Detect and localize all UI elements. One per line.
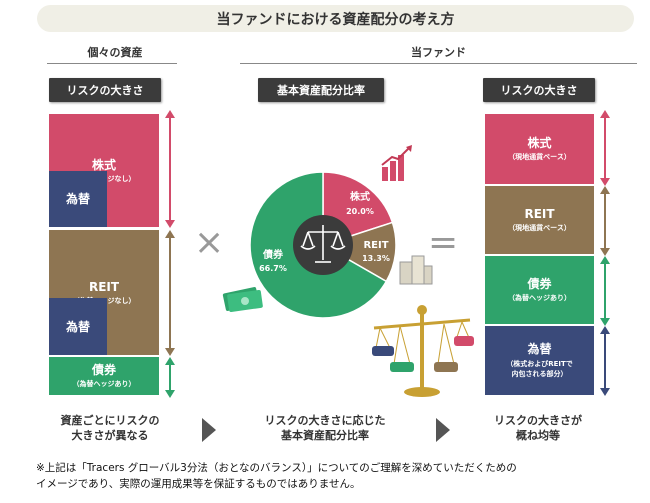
disclaimer-line-2: イメージであり、実際の運用成果等を保証するものではありません。 [36,478,361,490]
right-fx-block: 為替 （株式およびREITで 内包される部分） [485,326,594,395]
left-fx-label-2: 為替 [65,319,90,334]
right-section-heading: 当ファンド [411,46,466,59]
growth-chart-icon [381,145,412,181]
left-fx-block-2: 為替 [49,298,107,355]
caption-middle-line-2: 基本資産配分比率 [281,429,369,442]
left-fx-label-1: 為替 [65,192,90,206]
right-risk-label: リスクの大きさ [483,78,595,102]
pie-pct-stock: 20.0% [346,207,374,216]
balance-scale-illustration [372,305,474,397]
pie-slice-reit [321,221,397,283]
left-section-heading: 個々の資産 [87,46,143,59]
left-bond-label: 債券 [91,363,116,377]
right-fx-sub-2: 内包される部分） [511,370,568,378]
pie-pct-reit: 13.3% [362,254,390,263]
right-risk-arrows [600,110,610,396]
right-bond-label: 債券 [527,277,552,291]
pie-label-bond: 債券 [262,248,284,261]
times-operator: × [194,222,225,263]
flow-arrow-1 [202,418,216,442]
right-reit-label: REIT [524,207,555,221]
banknote-icon [222,287,263,312]
equals-operator: = [428,222,459,263]
caption-right: リスクの大きさが 概ね均等 [478,413,598,443]
page-title: 当ファンドにおける資産配分の考え方 [37,5,634,32]
left-risk-arrows [165,110,175,398]
disclaimer-line-1: ※上記は「Tracers グローバル3分法（おとなのバランス）」についてのご理解… [36,462,517,474]
caption-right-line-1: リスクの大きさが [494,414,582,427]
left-section-underline [47,63,177,64]
pie-pct-bond: 66.7% [259,264,287,273]
right-fx-label: 為替 [527,342,552,356]
buildings-icon [399,255,433,285]
left-fx-block-1: 為替 [49,171,107,227]
left-reit-label: REIT [88,279,120,294]
left-risk-label: リスクの大きさ [49,78,161,102]
balance-scale-icon [300,225,346,263]
right-stock-block: 株式 （現地通貨ベース） [485,114,594,184]
disclaimer-note: ※上記は「Tracers グローバル3分法（おとなのバランス）」についてのご理解… [36,460,646,492]
right-section-underline [240,63,637,64]
allocation-pie-chart: 株式 20.0% REIT 13.3% 債券 66.7% [249,171,397,319]
center-allocation-label: 基本資産配分比率 [258,78,384,102]
left-stock-label: 株式 [91,157,116,172]
left-bond-sub: （為替ヘッジあり） [72,380,136,388]
right-stock-label: 株式 [527,136,552,150]
caption-left-line-2: 大きさが異なる [71,429,149,442]
caption-left: 資産ごとにリスクの 大きさが異なる [40,413,180,443]
pie-label-reit: REIT [363,240,388,251]
right-fx-sub-1: （株式およびREITで [506,360,573,368]
caption-middle-line-1: リスクの大きさに応じた [264,414,386,427]
caption-left-line-1: 資産ごとにリスクの [60,414,160,427]
left-bond-block: 債券 （為替ヘッジあり） [49,357,159,395]
caption-middle: リスクの大きさに応じた 基本資産配分比率 [250,413,400,443]
caption-right-line-2: 概ね均等 [516,429,560,442]
flow-arrow-2 [436,418,450,442]
right-bond-block: 債券 （為替ヘッジあり） [485,256,594,324]
right-reit-sub: （現地通貨ベース） [508,224,571,232]
right-bond-sub: （為替ヘッジあり） [508,294,571,302]
right-stock-sub: （現地通貨ベース） [508,153,571,161]
right-reit-block: REIT （現地通貨ベース） [485,186,594,254]
pie-label-stock: 株式 [350,190,370,203]
